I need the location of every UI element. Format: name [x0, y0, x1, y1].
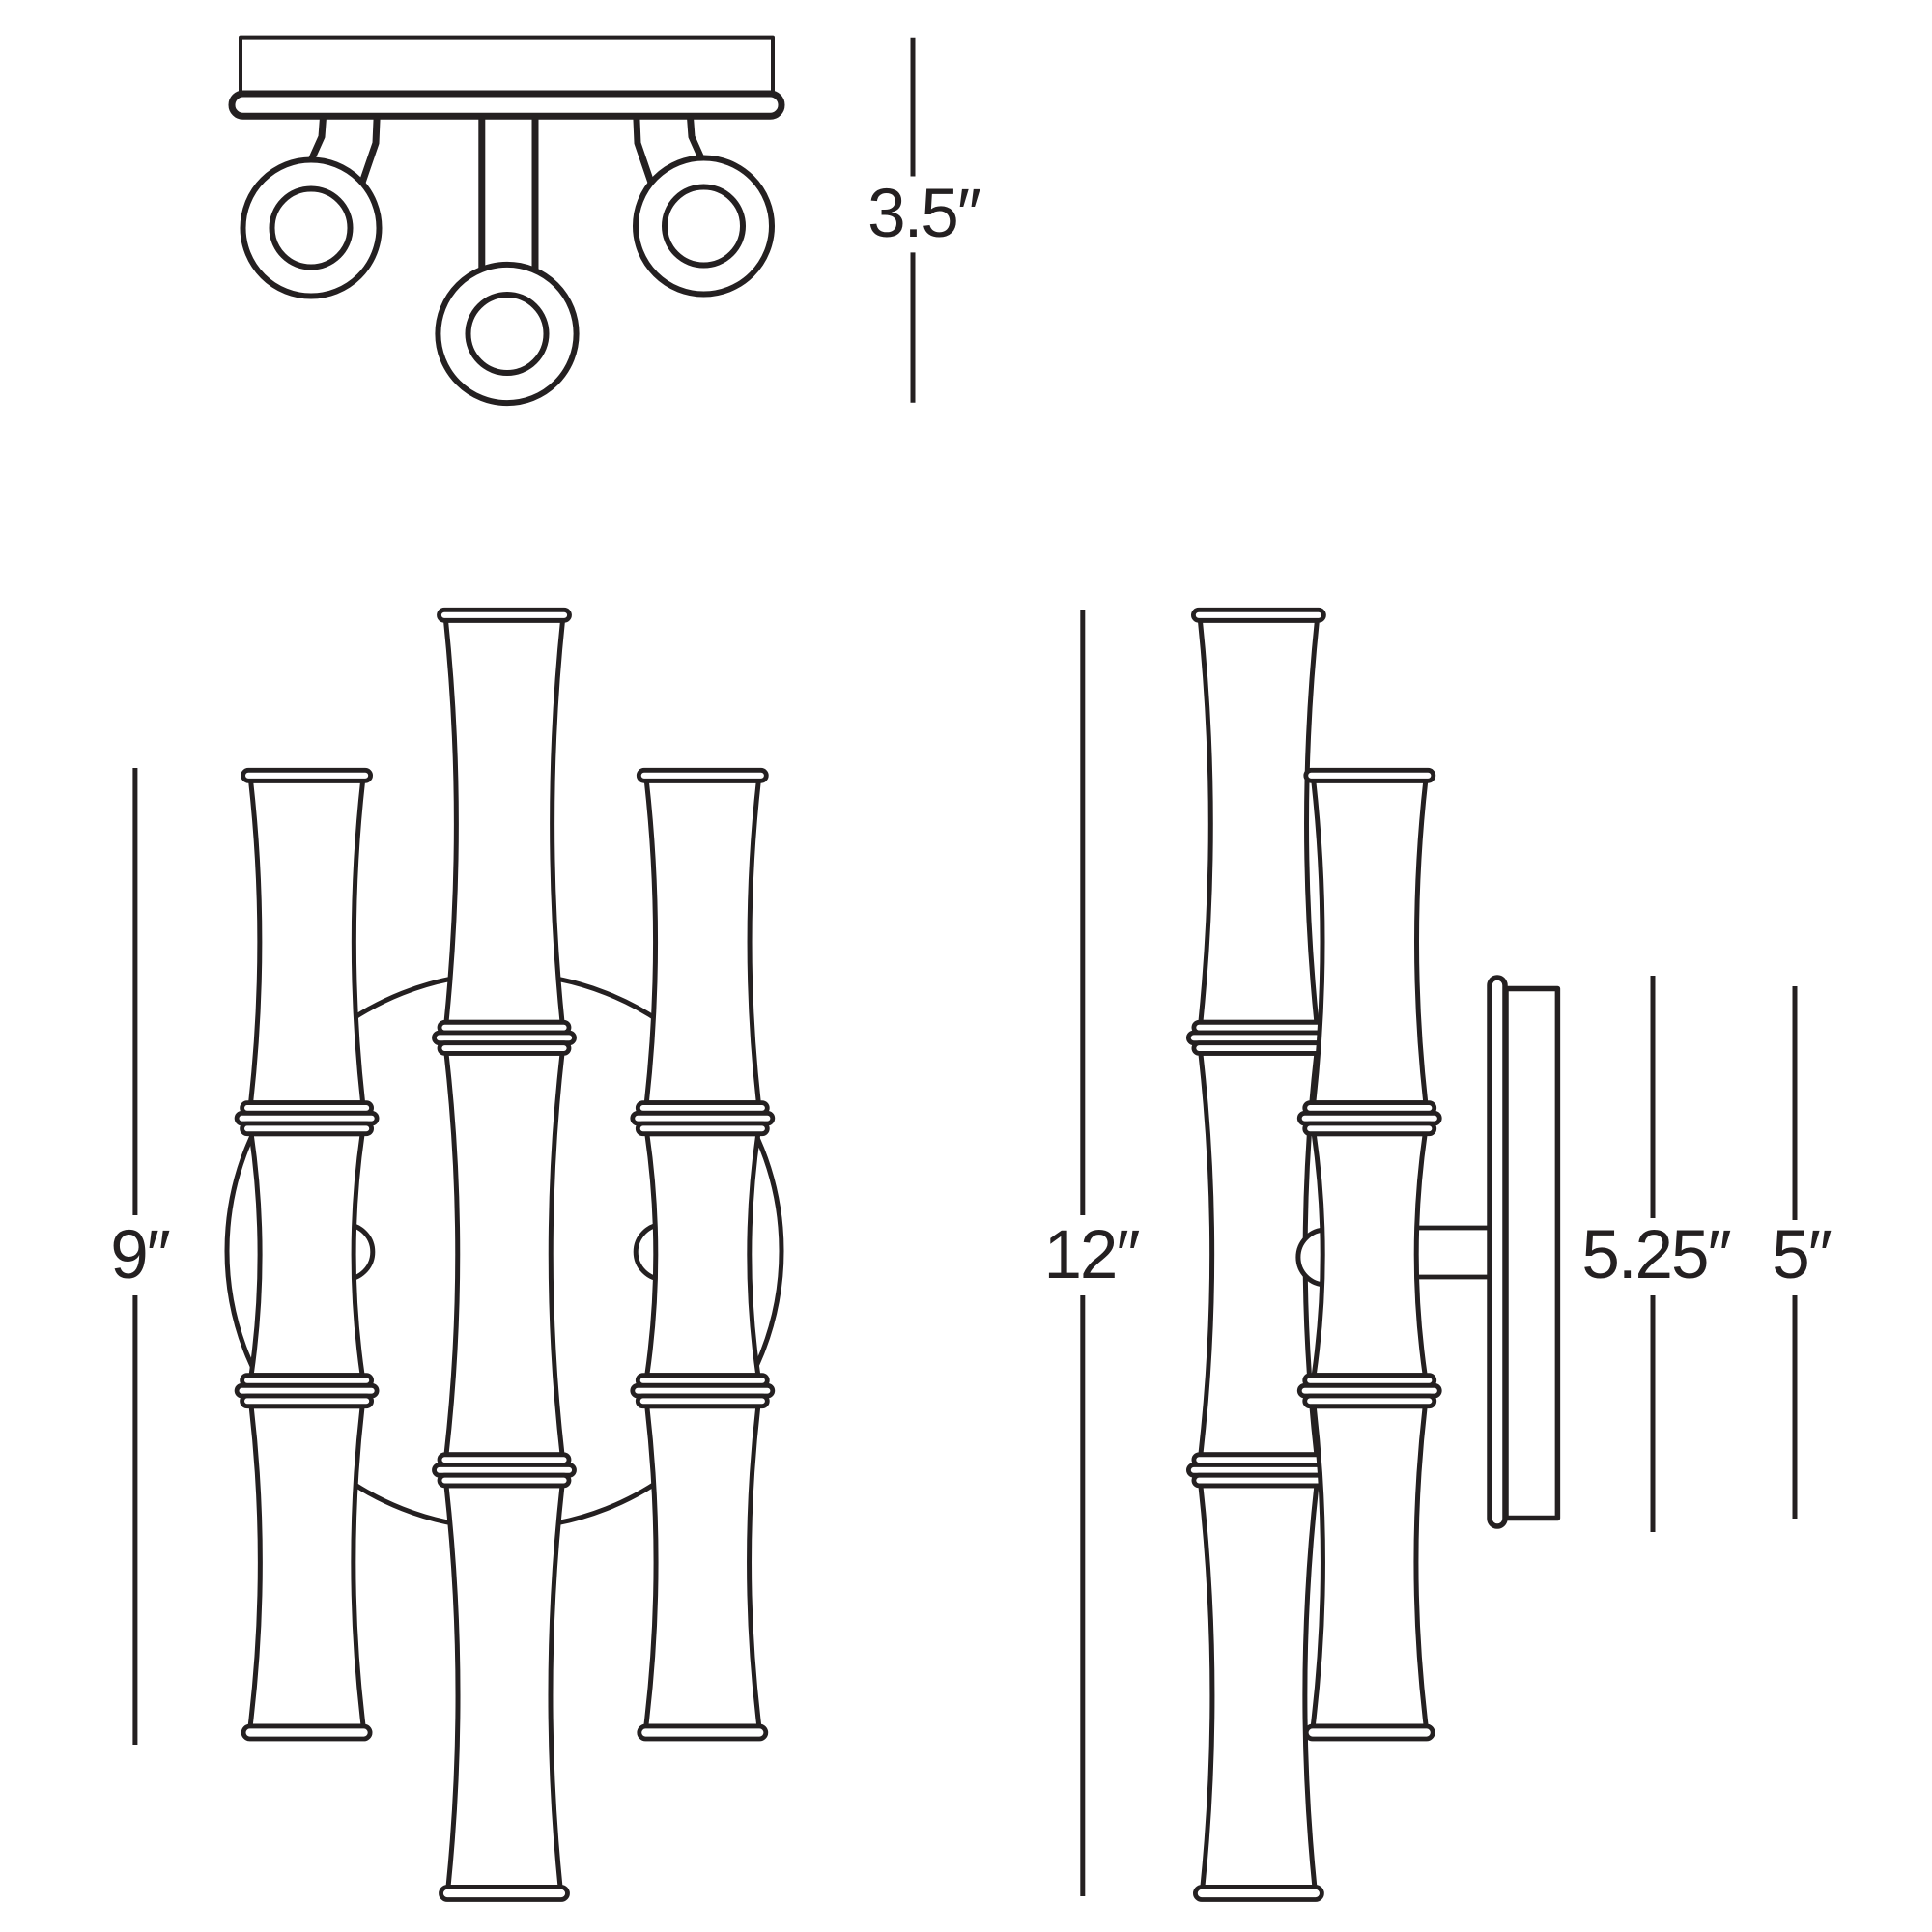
- svg-text:9″: 9″: [110, 1217, 169, 1293]
- svg-text:12″: 12″: [1043, 1217, 1139, 1293]
- svg-text:5″: 5″: [1772, 1217, 1831, 1293]
- svg-text:3.5″: 3.5″: [867, 176, 980, 252]
- svg-text:5.25″: 5.25″: [1581, 1217, 1730, 1293]
